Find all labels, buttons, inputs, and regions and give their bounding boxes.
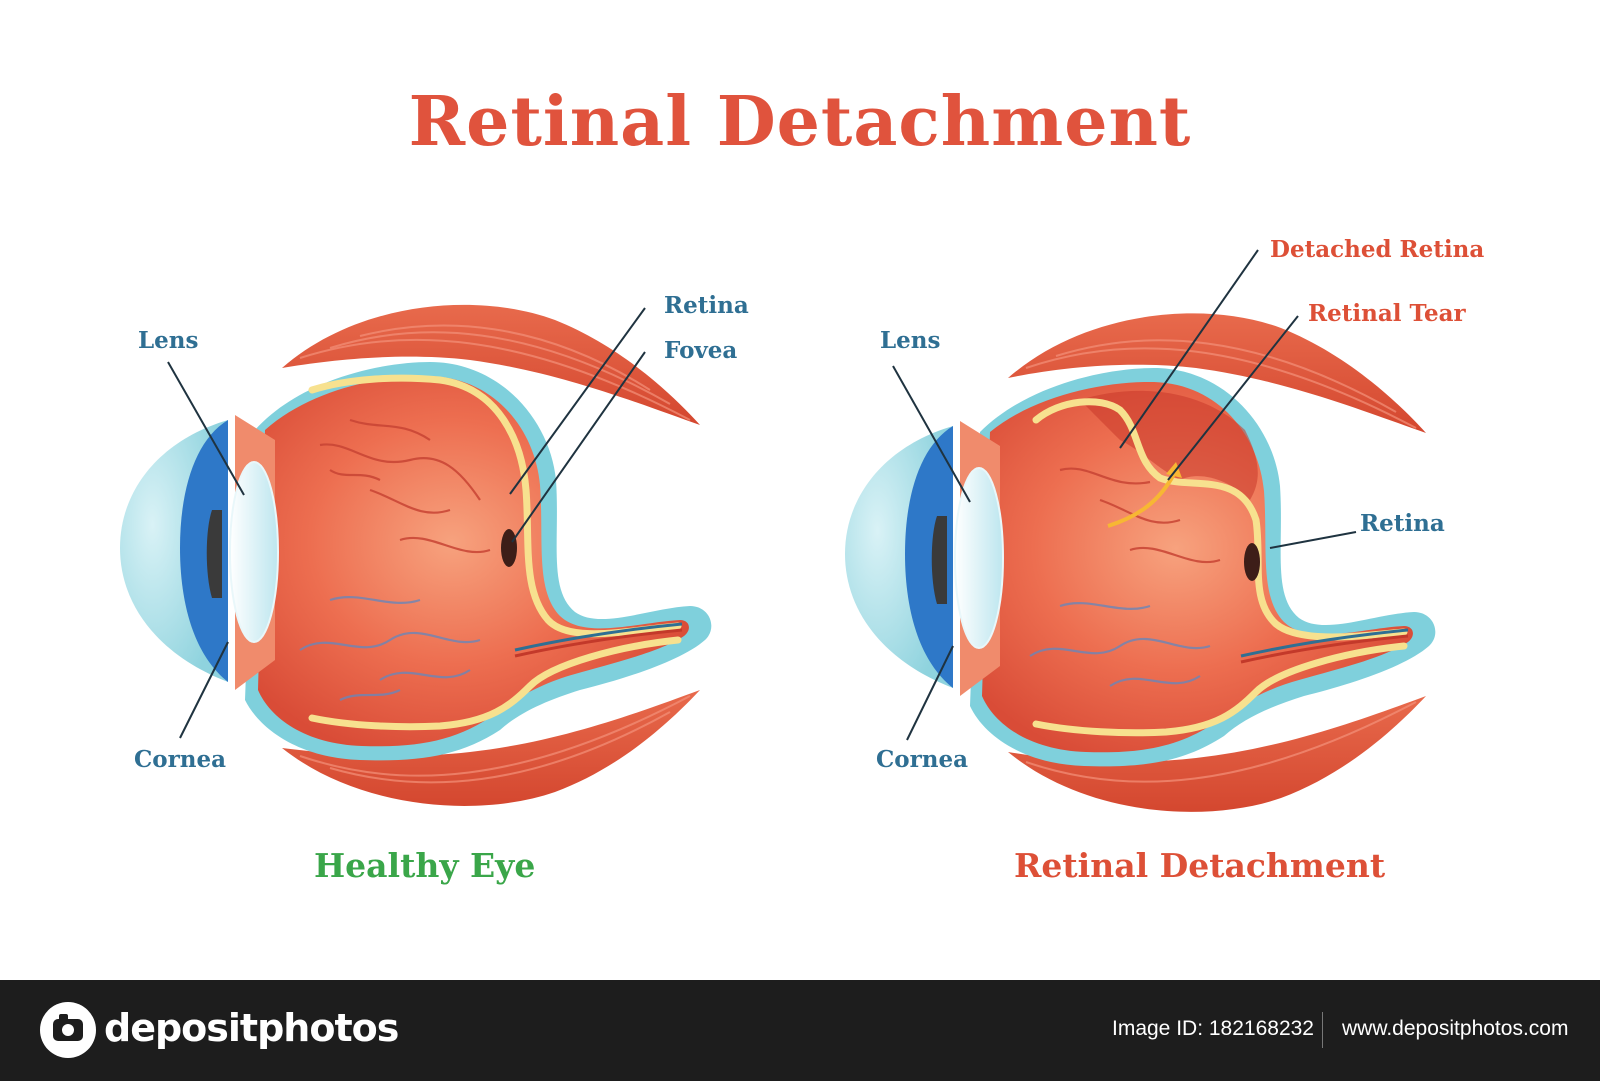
- healthy-eye: [120, 304, 712, 806]
- detached-retina-layer: [1032, 398, 1408, 641]
- diagram-canvas: Retinal Detachment: [120, 82, 1485, 885]
- label-cornea-2: Cornea: [876, 746, 969, 773]
- site-url[interactable]: www.depositphotos.com: [1342, 1017, 1569, 1040]
- page-title: Retinal Detachment: [408, 82, 1192, 162]
- eye-illustrations: [120, 249, 1436, 812]
- camera-logo-icon: [40, 1002, 96, 1058]
- brand-name: depositphotos: [104, 1006, 399, 1050]
- label-fovea: Fovea: [664, 337, 738, 364]
- fovea-spot: [501, 529, 517, 567]
- fovea-spot-2: [1244, 543, 1260, 581]
- tear-arrow: [1107, 473, 1176, 528]
- label-retina: Retina: [664, 292, 749, 319]
- lower-muscle-2: [1008, 696, 1426, 812]
- detached-eye: [845, 249, 1436, 812]
- caption-retinal-detachment: Retinal Detachment: [1014, 846, 1386, 885]
- eyeball-2: [982, 381, 1413, 753]
- label-lens: Lens: [138, 327, 199, 354]
- image-id: Image ID: 182168232: [1112, 1017, 1314, 1040]
- eyeball: [258, 375, 689, 747]
- label-cornea: Cornea: [134, 746, 227, 773]
- lower-muscle: [282, 690, 700, 806]
- footer-bar: depositphotos Image ID: 182168232 www.de…: [0, 980, 1600, 1081]
- caption-healthy-eye: Healthy Eye: [314, 846, 536, 885]
- label-lens-2: Lens: [880, 327, 941, 354]
- lens: [229, 461, 279, 643]
- retina-layer: [308, 374, 682, 638]
- label-detached-retina: Detached Retina: [1270, 236, 1485, 263]
- lens-2: [954, 467, 1004, 649]
- footer-divider: [1322, 1012, 1323, 1048]
- label-retinal-tear: Retinal Tear: [1308, 300, 1466, 327]
- label-retina-2: Retina: [1360, 510, 1445, 537]
